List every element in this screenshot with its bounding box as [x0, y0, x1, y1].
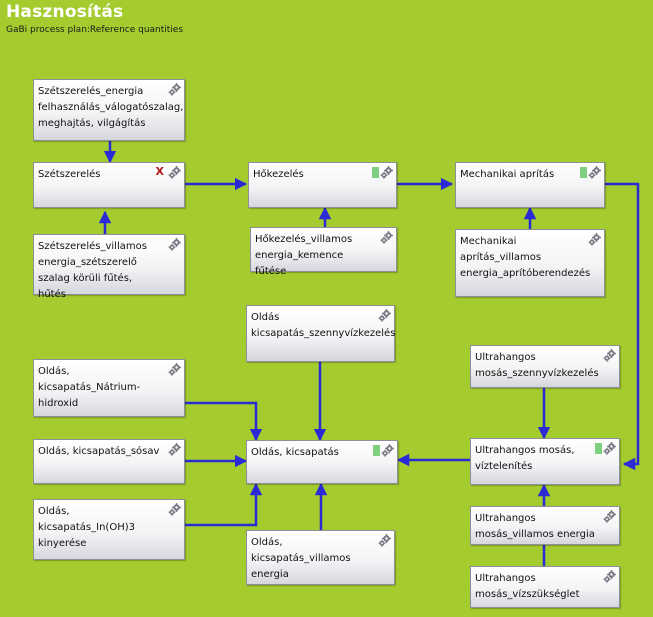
- node-hokezeles[interactable]: Hőkezelés: [248, 162, 397, 208]
- node-label: Oldás, kicsapatás_In(OH)3 kinyerése: [38, 506, 135, 549]
- node-label: Mechanikai aprítás: [460, 169, 555, 180]
- node-mechanikai-villamos[interactable]: Mechanikai aprítás_villamos energia_aprí…: [455, 229, 605, 297]
- edge-mechanikai-to-ultrahang-mosas: [605, 182, 640, 471]
- node-szetszereles[interactable]: Szétszerelés X: [33, 162, 185, 208]
- gear-icon[interactable]: [168, 83, 181, 96]
- status-green-icon: [372, 167, 379, 178]
- gear-icon[interactable]: [168, 363, 181, 376]
- gear-icon[interactable]: [603, 510, 616, 523]
- node-szetszereles-villamos[interactable]: Szétszerelés_villamos energia_szétszerel…: [33, 234, 185, 300]
- node-label: Oldás, kicsapatás_villamos energia: [251, 537, 351, 580]
- status-green-icon: [373, 445, 380, 456]
- node-label: Oldás, kicsapatás_Nátrium-hidroxid: [38, 366, 141, 409]
- node-oldas-villamos[interactable]: Oldás, kicsapatás_villamos energia: [246, 530, 395, 585]
- node-label: Ultrahangos mosás, víztelenítés: [475, 445, 575, 472]
- node-ultrahang-villamos[interactable]: Ultrahangos mosás_villamos energia: [470, 506, 620, 545]
- gear-icon[interactable]: [378, 309, 391, 322]
- edge-oldas-natrium-to-oldas: [185, 401, 263, 442]
- gear-icon[interactable]: [380, 231, 393, 244]
- node-oldas-szennyviz[interactable]: Oldás kicsapatás_szennyvízkezelés: [246, 305, 395, 362]
- diagram-title: Hasznosítás: [6, 2, 124, 22]
- node-label: Oldás, kicsapatás_sósav: [38, 446, 160, 457]
- node-oldas-kicsapatas[interactable]: Oldás, kicsapatás: [246, 440, 398, 484]
- node-hokezeles-villamos[interactable]: Hőkezelés_villamos energia_kemence fűtés…: [250, 227, 397, 277]
- node-label: Szétszerelés: [38, 169, 101, 180]
- gear-icon[interactable]: [588, 233, 601, 246]
- edge-oldas-in-to-oldas: [185, 482, 263, 527]
- node-label: Ultrahangos mosás_szennyvízkezelés: [475, 352, 599, 379]
- gear-icon[interactable]: [603, 349, 616, 362]
- node-szetszereles-energia[interactable]: Szétszerelés_energia felhasználás_váloga…: [33, 79, 185, 141]
- gear-icon[interactable]: [381, 444, 394, 457]
- gear-icon[interactable]: [378, 534, 391, 547]
- node-label: Ultrahangos mosás_vízszükséglet: [475, 573, 580, 600]
- node-ultrahang-vizszukseglet[interactable]: Ultrahangos mosás_vízszükséglet: [470, 566, 620, 608]
- gear-icon[interactable]: [588, 166, 601, 179]
- gear-icon[interactable]: [168, 166, 181, 179]
- node-ultrahang-mosas[interactable]: Ultrahangos mosás, víztelenítés: [470, 438, 620, 485]
- node-label: Hőkezelés: [253, 169, 304, 180]
- node-label: Ultrahangos mosás_villamos energia: [475, 513, 595, 540]
- node-label: Oldás, kicsapatás: [251, 447, 339, 458]
- status-green-icon: [580, 167, 587, 178]
- error-x-icon: X: [155, 165, 164, 178]
- node-ultrahang-szennyviz[interactable]: Ultrahangos mosás_szennyvízkezelés: [470, 345, 620, 388]
- node-label: Szétszerelés_energia felhasználás_váloga…: [38, 86, 184, 129]
- status-green-icon: [595, 443, 602, 454]
- gear-icon[interactable]: [168, 443, 181, 456]
- node-label: Hőkezelés_villamos energia_kemence fűtés…: [255, 234, 353, 277]
- node-mechanikai-aprítas[interactable]: Mechanikai aprítás: [455, 162, 605, 208]
- gear-icon[interactable]: [380, 166, 393, 179]
- node-oldas-in[interactable]: Oldás, kicsapatás_In(OH)3 kinyerése: [33, 499, 185, 560]
- node-label: Oldás kicsapatás_szennyvízkezelés: [251, 312, 396, 339]
- gear-icon[interactable]: [603, 570, 616, 583]
- diagram-subtitle: GaBi process plan:Reference quantities: [6, 25, 184, 35]
- node-label: Mechanikai aprítás_villamos energia_aprí…: [460, 236, 591, 279]
- gear-icon[interactable]: [168, 503, 181, 516]
- node-oldas-sosav[interactable]: Oldás, kicsapatás_sósav: [33, 439, 185, 484]
- gear-icon[interactable]: [168, 238, 181, 251]
- node-oldas-natrium[interactable]: Oldás, kicsapatás_Nátrium-hidroxid: [33, 359, 185, 417]
- gear-icon[interactable]: [603, 442, 616, 455]
- node-label: Szétszerelés_villamos energia_szétszerel…: [38, 241, 147, 300]
